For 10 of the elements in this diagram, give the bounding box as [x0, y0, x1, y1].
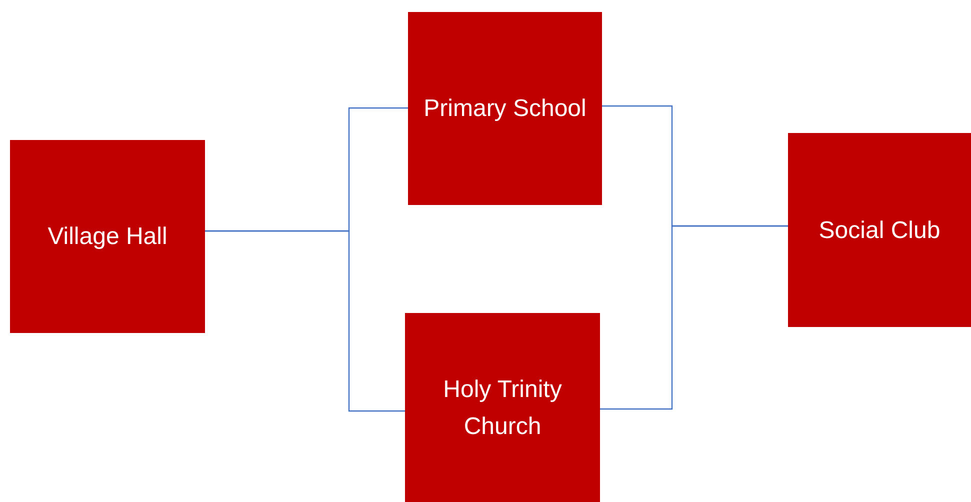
place-box — [788, 133, 971, 327]
connector-line — [205, 230, 405, 412]
connector-line — [600, 225, 788, 410]
place-box — [408, 12, 602, 205]
place-box — [405, 313, 600, 502]
place-name: Holy Trinity Church — [442, 374, 563, 442]
place-name: Social Club — [818, 216, 940, 246]
place-box — [10, 140, 205, 333]
place-name: Primary School — [424, 94, 586, 124]
place-name: Village Hall — [48, 222, 168, 252]
